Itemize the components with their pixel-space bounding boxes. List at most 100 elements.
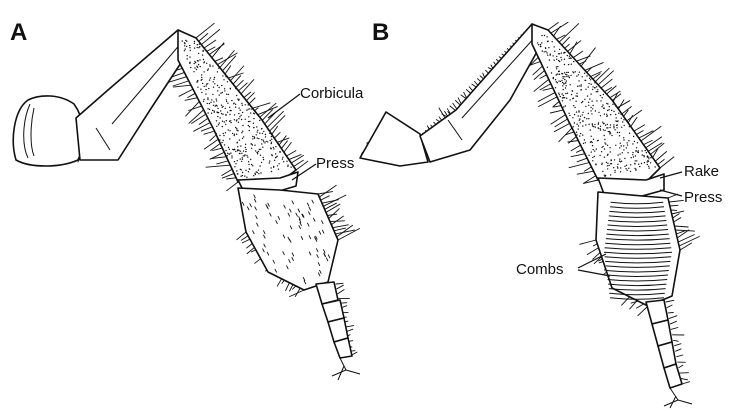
- leg-b-claw: [664, 388, 692, 408]
- stipple-dot: [603, 94, 604, 95]
- stipple-dot: [261, 162, 262, 163]
- stipple-dot: [613, 124, 614, 125]
- leg-hair: [679, 365, 683, 368]
- stipple-dot: [620, 171, 621, 172]
- stipple-dot: [234, 135, 235, 136]
- stipple-dot: [233, 103, 234, 104]
- stipple-dot: [631, 157, 632, 158]
- stipple-dot: [592, 125, 593, 126]
- stipple-dot: [537, 42, 538, 43]
- stipple-dot: [238, 99, 239, 100]
- stipple-dot: [238, 107, 239, 108]
- stipple-dot: [264, 142, 265, 143]
- stipple-dot: [541, 35, 542, 36]
- leg-hair: [638, 306, 648, 316]
- leg-hair: [543, 88, 553, 90]
- stipple-dot: [617, 132, 618, 133]
- stipple-dot: [234, 166, 235, 167]
- stipple-dot: [251, 108, 252, 109]
- stipple-dot: [625, 168, 626, 169]
- stipple-dot: [226, 114, 227, 115]
- leg-hair: [288, 155, 301, 160]
- stipple-dot: [579, 72, 580, 73]
- stipple-dot: [248, 121, 249, 122]
- stipple-dot: [604, 139, 605, 140]
- stipple-dot: [642, 154, 643, 155]
- stipple-dot: [213, 87, 214, 88]
- stipple-dot: [618, 113, 619, 114]
- stipple-dot: [229, 153, 230, 154]
- stipple-dot: [226, 120, 227, 121]
- stipple-dot: [564, 52, 565, 53]
- stipple-dot: [639, 166, 640, 167]
- stipple-dot: [187, 58, 188, 59]
- stipple-dot: [245, 144, 246, 145]
- stipple-dot: [257, 131, 258, 132]
- stipple-dot: [635, 150, 636, 151]
- stipple-dot: [567, 119, 568, 120]
- stipple-dot: [203, 59, 204, 60]
- stipple-dot: [242, 105, 243, 106]
- stipple-dot: [600, 128, 601, 129]
- leg-hair: [331, 216, 343, 225]
- stipple-dot: [229, 130, 230, 131]
- stipple-dot: [556, 56, 557, 57]
- stipple-dot: [216, 105, 217, 106]
- stipple-dot: [201, 92, 202, 93]
- stipple-dot: [592, 145, 593, 146]
- leg-hair: [579, 48, 595, 69]
- stipple-dot: [210, 102, 211, 103]
- stipple-dot: [242, 159, 243, 160]
- stipple-dot: [620, 143, 621, 144]
- stipple-dot: [584, 139, 585, 140]
- stipple-dot: [562, 100, 563, 101]
- stipple-dot: [222, 114, 223, 115]
- stipple-dot: [245, 170, 246, 171]
- stipple-dot: [580, 85, 581, 86]
- stipple-dot: [290, 167, 291, 168]
- label-a-press: Press: [316, 155, 354, 172]
- stipple-dot: [583, 143, 584, 144]
- leg-hair: [337, 285, 344, 289]
- leg-hair: [580, 240, 596, 244]
- leg-hair: [204, 140, 217, 149]
- stipple-dot: [199, 46, 200, 47]
- stipple-dot: [196, 69, 197, 70]
- stipple-dot: [644, 156, 645, 157]
- stipple-dot: [616, 125, 617, 126]
- stipple-dot: [601, 147, 602, 148]
- stipple-dot: [218, 68, 219, 69]
- stipple-dot: [229, 149, 230, 150]
- stipple-dot: [557, 82, 558, 83]
- stipple-dot: [196, 81, 197, 82]
- leg-hair: [188, 94, 195, 98]
- stipple-dot: [636, 147, 637, 148]
- stipple-dot: [238, 113, 239, 114]
- stipple-dot: [208, 88, 209, 89]
- stipple-dot: [241, 119, 242, 120]
- stipple-dot: [249, 168, 250, 169]
- stipple-dot: [594, 124, 595, 125]
- stipple-dot: [572, 71, 573, 72]
- stipple-dot: [287, 165, 288, 166]
- stipple-dot: [207, 99, 208, 100]
- stipple-dot: [575, 71, 576, 72]
- stipple-dot: [249, 121, 250, 122]
- stipple-dot: [635, 169, 636, 170]
- stipple-dot: [254, 173, 255, 174]
- stipple-dot: [646, 152, 647, 153]
- stipple-dot: [273, 167, 274, 168]
- stipple-dot: [585, 124, 586, 125]
- leg-hair: [286, 151, 296, 157]
- stipple-dot: [257, 153, 258, 154]
- stipple-dot: [218, 87, 219, 88]
- stipple-dot: [226, 99, 227, 100]
- stipple-dot: [616, 117, 617, 118]
- stipple-dot: [601, 164, 602, 165]
- stipple-dot: [586, 118, 587, 119]
- stipple-dot: [222, 75, 223, 76]
- stipple-dot: [256, 126, 257, 127]
- stipple-dot: [286, 161, 287, 162]
- leg-hair: [571, 145, 581, 151]
- stipple-dot: [237, 146, 238, 147]
